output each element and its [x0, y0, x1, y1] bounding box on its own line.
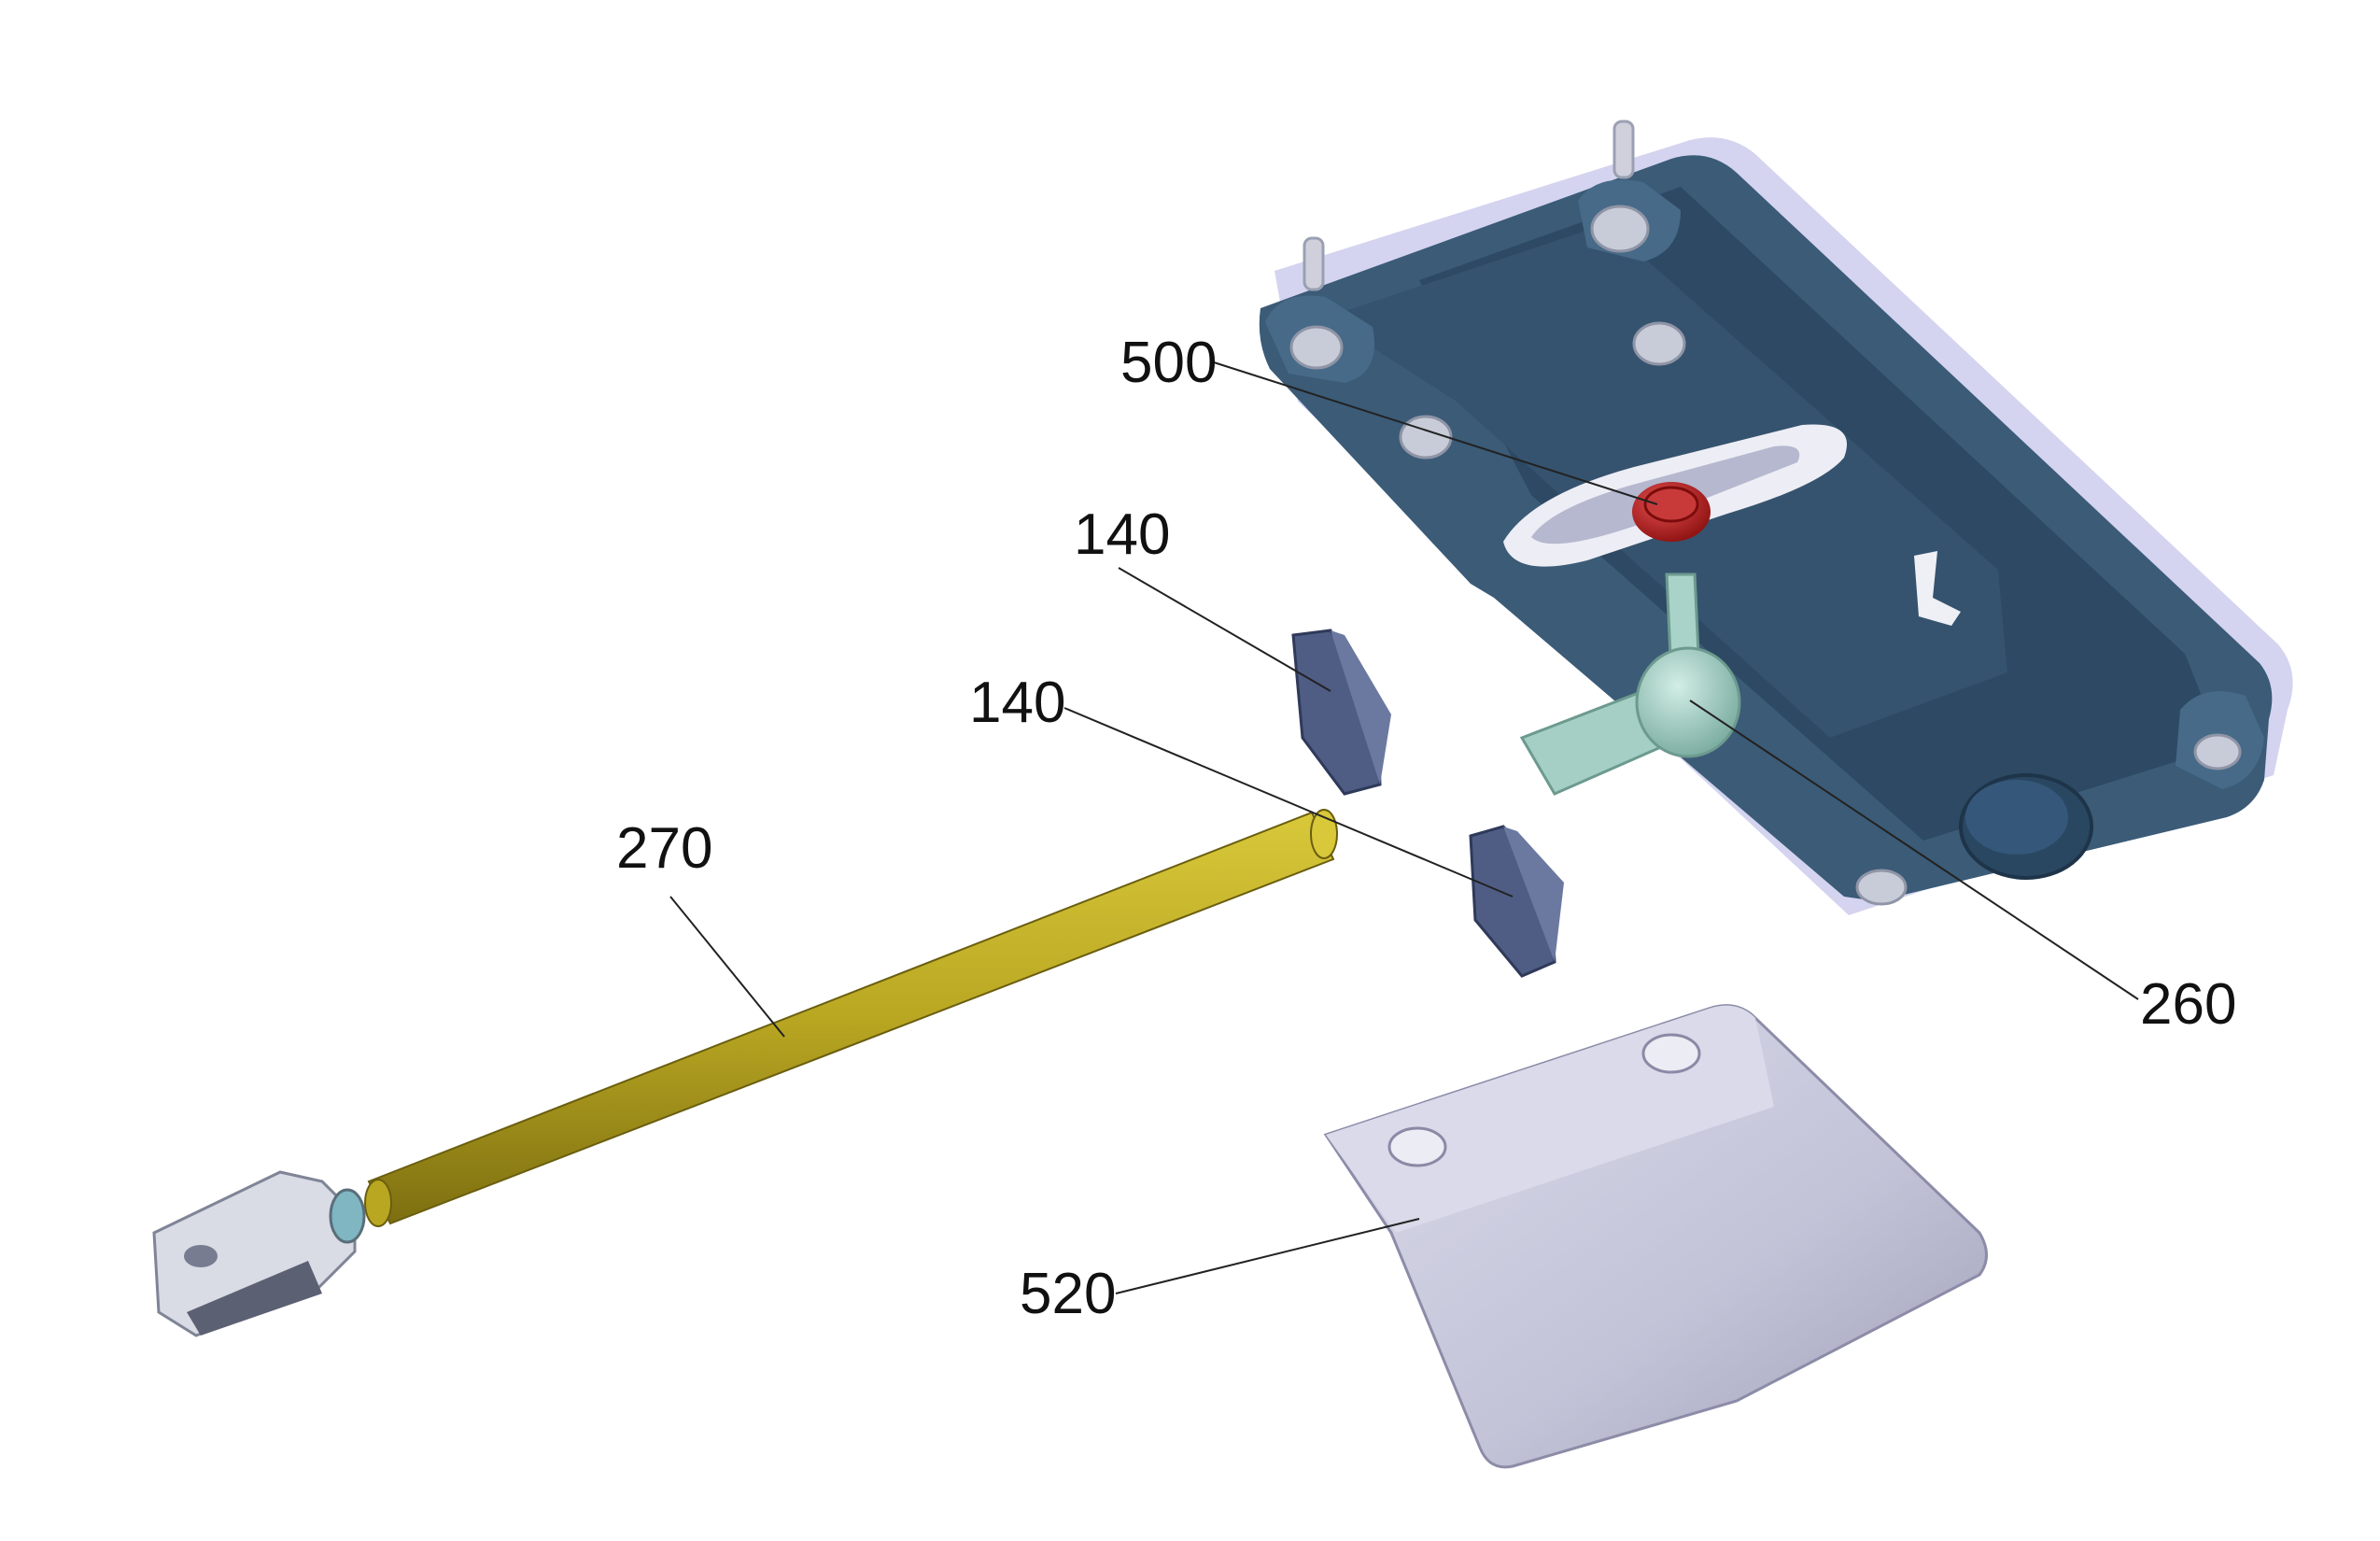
- leader-520: [1115, 1218, 1420, 1294]
- leader-140-lower: [1063, 707, 1514, 898]
- callout-260: 260: [2140, 972, 2237, 1037]
- leader-270: [669, 896, 785, 1038]
- cover-shield: [1323, 1004, 1988, 1469]
- leader-260: [1689, 700, 2139, 1000]
- callout-270: 270: [616, 816, 713, 881]
- ball-joint: [1519, 573, 1741, 796]
- guide-pad-upper: [1291, 629, 1391, 796]
- callout-500: 500: [1120, 331, 1218, 395]
- leader-500: [1213, 361, 1658, 505]
- callout-140-upper: 140: [1074, 502, 1171, 567]
- lock-nut: [1632, 482, 1711, 542]
- guide-pad-lower: [1469, 825, 1564, 978]
- push-rod: [364, 809, 1338, 1227]
- housing-plate: [1259, 120, 2293, 916]
- leader-140-upper: [1118, 567, 1331, 692]
- leader-lines: [669, 361, 2139, 1294]
- clevis: [152, 1170, 366, 1337]
- callout-520: 520: [1020, 1262, 1117, 1326]
- callout-140-lower: 140: [969, 671, 1066, 735]
